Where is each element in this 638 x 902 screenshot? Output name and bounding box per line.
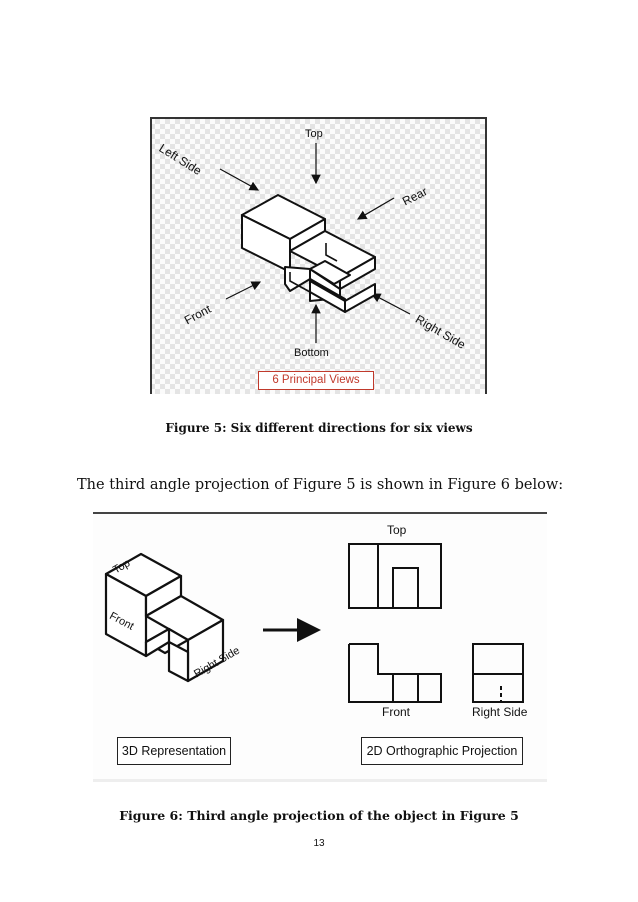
figure-6-bottom-shade xyxy=(93,779,547,782)
figure-5-caption: Figure 5: Six different directions for s… xyxy=(165,421,473,435)
principal-views-box: 6 Principal Views xyxy=(258,371,374,390)
right-side-view xyxy=(472,643,524,703)
isometric-3d-object xyxy=(104,552,225,683)
rear-arrow xyxy=(356,197,395,220)
2d-orthographic-projection-box: 2D Orthographic Projection xyxy=(361,737,523,765)
view-right-side-label: Right Side xyxy=(472,705,528,719)
front-arrow xyxy=(225,281,262,300)
3d-representation-box: 3D Representation xyxy=(117,737,231,765)
view-top-label: Top xyxy=(387,523,407,537)
front-view xyxy=(348,643,442,703)
principal-views-drawing xyxy=(219,143,411,343)
third-angle-drawing xyxy=(104,543,524,703)
figure-5-right-edge xyxy=(485,119,487,394)
figure-6-image: Top Front Right Side Top Front Right Sid… xyxy=(93,512,547,782)
figure-5-left-edge xyxy=(150,119,152,394)
view-front-label: Front xyxy=(382,705,411,719)
page-number: 13 xyxy=(313,838,325,849)
figure-5-image: Top Left Side Rear Front Right Side Bott… xyxy=(150,117,487,394)
isometric-object xyxy=(241,194,376,302)
body-paragraph: The third angle projection of Figure 5 i… xyxy=(77,477,564,493)
right-side-arrow xyxy=(370,293,411,315)
left-side-arrow xyxy=(219,168,260,191)
figure-6-caption: Figure 6: Third angle projection of the … xyxy=(119,808,519,823)
top-view xyxy=(348,543,442,609)
top-label: Top xyxy=(305,128,323,140)
bottom-label: Bottom xyxy=(294,347,329,359)
